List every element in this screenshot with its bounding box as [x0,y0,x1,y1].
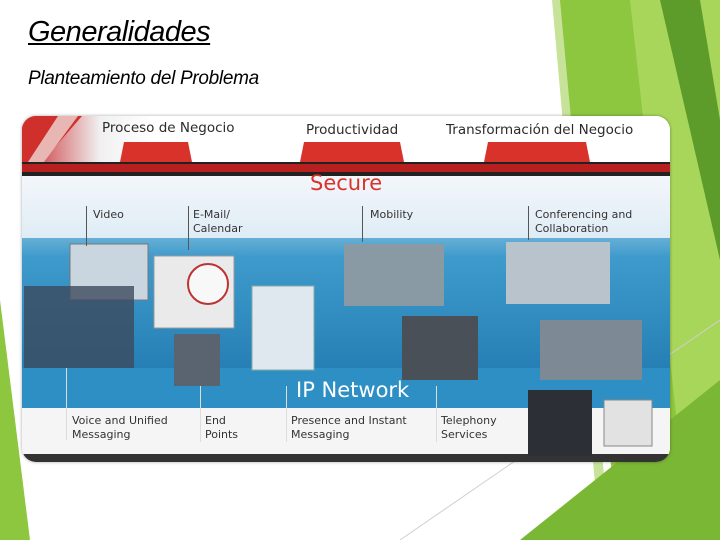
slide-subtitle: Planteamiento del Problema [28,68,259,89]
conferencing-photo [506,242,610,304]
item-email-line1: E-Mail/ [193,208,230,221]
item-telephony-line2: Services [441,428,488,441]
item-telephony-line1: Telephony [441,414,497,427]
item-endpoints: End Points [205,414,238,442]
item-conferencing: Conferencing and Collaboration [535,208,632,236]
desk-phone-1 [174,334,220,386]
label-proceso-negocio: Proceso de Negocio [102,120,235,136]
line-conferencing [528,206,529,240]
line-mobility [362,206,363,242]
businessman-photo [24,286,134,368]
slide-title: Generalidades [28,16,211,48]
green-triangle-left [0,300,30,540]
call-center-photo [540,320,642,380]
label-productividad: Productividad [306,122,399,138]
item-presence-line1: Presence and Instant [291,414,407,427]
ribbon-swoosh-light [28,116,78,162]
label-transformacion: Transformación del Negocio [446,122,634,138]
line-presence [286,386,287,442]
email-at-graphic [187,263,229,305]
item-conferencing-line2: Collaboration [535,222,609,235]
red-band [22,164,670,172]
item-presence-line2: Messaging [291,428,350,441]
item-telephony: Telephony Services [441,414,497,442]
item-mobility-line1: Mobility [370,208,414,221]
line-telephony [436,386,437,442]
line-endpoints [200,386,201,442]
red-tab-3 [484,142,590,162]
display-screen [603,399,653,447]
label-ip-network: IP Network [296,378,410,402]
upper-white [22,176,670,238]
network-diagram: Proceso de Negocio Productividad Transfo… [22,116,670,462]
green-stripe-dark [660,0,720,260]
presence-window [251,285,315,371]
item-conferencing-line1: Conferencing and [535,208,633,221]
line-video [86,206,87,246]
bottom-bar [22,454,670,462]
item-voice: Voice and Unified Messaging [72,414,168,442]
item-video: Video [93,208,124,222]
item-endpoints-line2: Points [205,428,239,441]
red-tab-1 [120,142,192,162]
red-tab-2 [300,142,404,162]
label-secure: Secure [310,171,383,195]
item-presence: Presence and Instant Messaging [291,414,407,442]
item-voice-line1: Voice and Unified [72,414,168,427]
diagram-graphics [22,116,670,462]
video-phone [528,390,592,456]
item-video-line1: Video [93,208,124,221]
item-email-line2: Calendar [193,222,243,235]
item-mobility: Mobility [370,208,413,222]
desk-phone-2 [402,316,478,380]
line-email [188,206,189,250]
item-voice-line2: Messaging [72,428,131,441]
line-voice [66,368,67,440]
item-email: E-Mail/ Calendar [193,208,242,236]
mobility-photo [344,244,444,306]
item-endpoints-line1: End [205,414,226,427]
